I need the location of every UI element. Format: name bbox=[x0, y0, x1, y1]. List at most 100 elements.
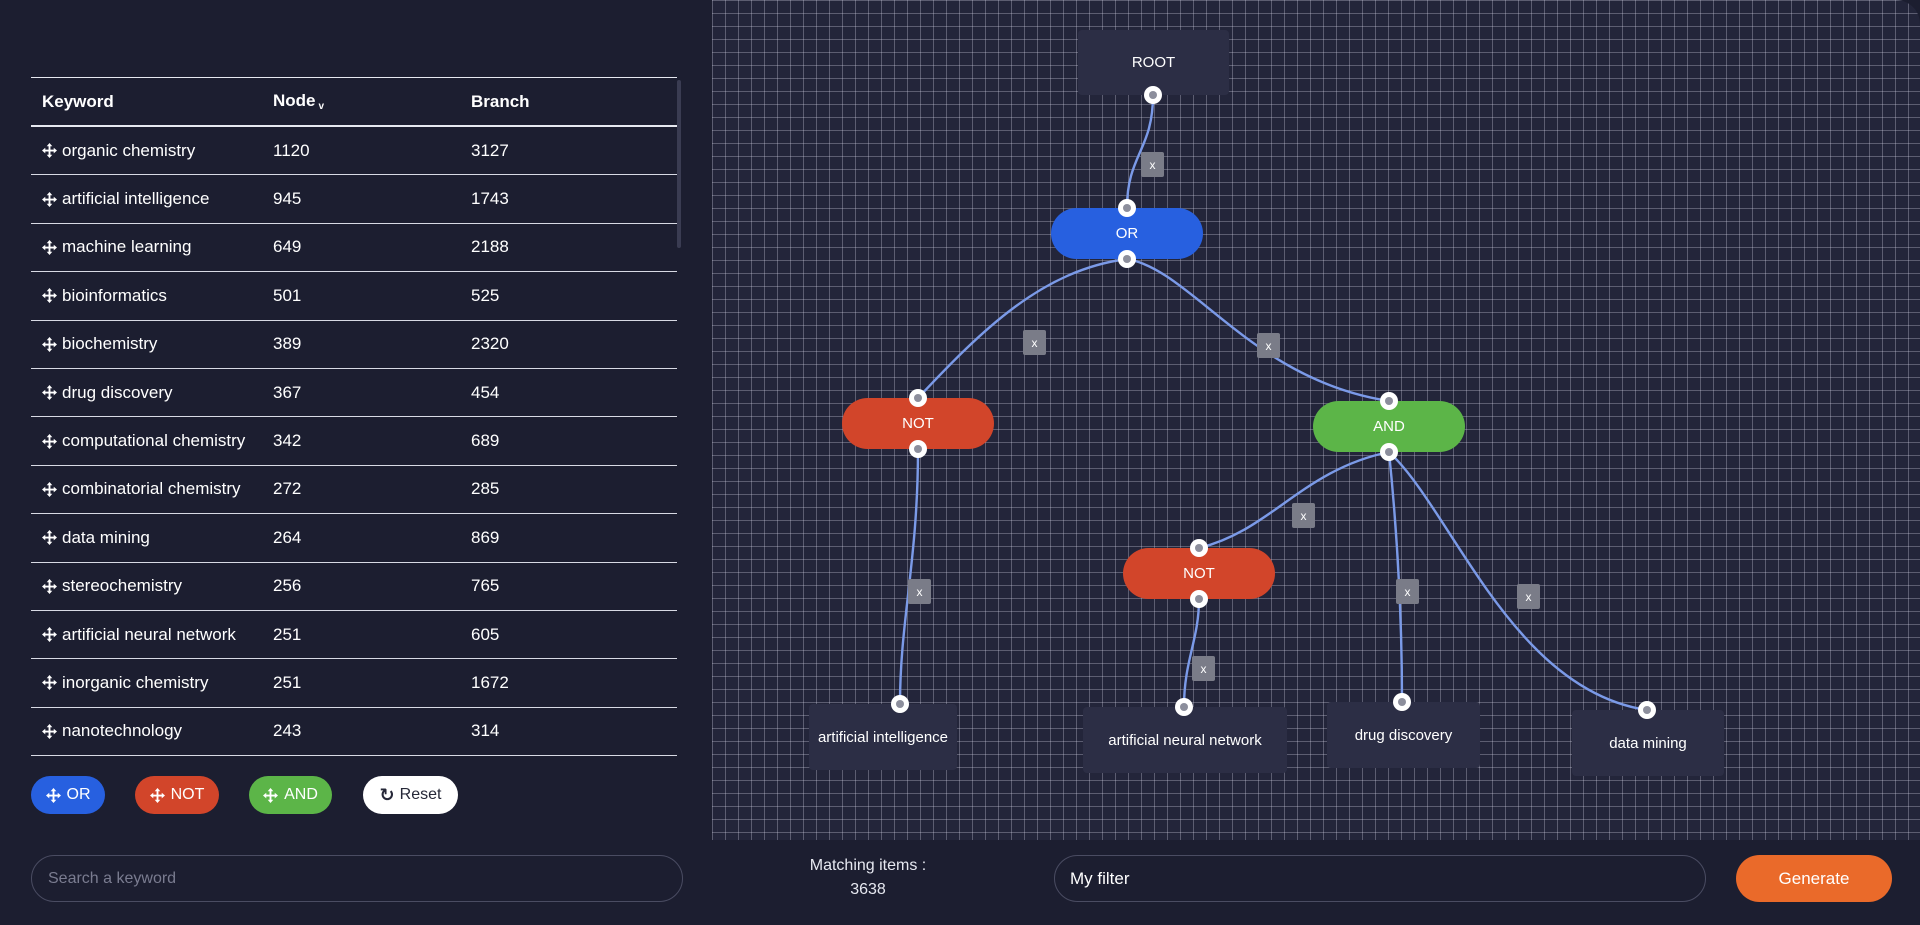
keyword-input-port[interactable] bbox=[891, 695, 909, 713]
table-scrollbar[interactable] bbox=[677, 80, 681, 248]
or-operator-label: OR bbox=[66, 786, 91, 803]
edge-or-not bbox=[917, 257, 1128, 399]
move-icon bbox=[263, 787, 279, 803]
keyword-cell[interactable]: bioinformatics bbox=[31, 286, 273, 306]
sort-down-icon: v bbox=[318, 101, 325, 112]
drag-handle-icon[interactable] bbox=[42, 191, 57, 207]
not-operator-button[interactable]: NOT bbox=[135, 776, 219, 814]
drag-handle-icon[interactable] bbox=[42, 723, 57, 739]
generate-button[interactable]: Generate bbox=[1736, 855, 1892, 902]
keyword-cell[interactable]: artificial intelligence bbox=[31, 189, 273, 209]
or-input-port[interactable] bbox=[1118, 199, 1136, 217]
and-output-port[interactable] bbox=[1380, 443, 1398, 461]
drag-handle-icon[interactable] bbox=[42, 627, 57, 643]
keyword-node-data-mining[interactable]: data mining bbox=[1572, 710, 1724, 776]
drag-handle-icon[interactable] bbox=[42, 481, 57, 497]
keyword-node-drug-discovery[interactable]: drug discovery bbox=[1327, 702, 1480, 768]
branch-count-cell: 454 bbox=[471, 382, 500, 402]
drag-handle-icon[interactable] bbox=[42, 578, 57, 594]
not-node[interactable]: NOT bbox=[842, 398, 994, 449]
column-header-branch[interactable]: Branch bbox=[471, 91, 530, 111]
keyword-input-port[interactable] bbox=[1175, 698, 1193, 716]
drag-handle-icon[interactable] bbox=[42, 385, 57, 401]
keyword-cell[interactable]: stereochemistry bbox=[31, 576, 273, 596]
drag-handle-icon[interactable] bbox=[42, 433, 57, 449]
keyword-cell[interactable]: drug discovery bbox=[31, 383, 273, 403]
keyword-cell[interactable]: biochemistry bbox=[31, 334, 273, 354]
not-input-port[interactable] bbox=[909, 389, 927, 407]
node-count-cell: 342 bbox=[273, 431, 302, 451]
keyword-node-artificial-intelligence[interactable]: artificial intelligence bbox=[809, 704, 957, 770]
node-count-cell: 649 bbox=[273, 237, 302, 257]
remove-edge-button[interactable]: x bbox=[1257, 333, 1280, 358]
drag-handle-icon[interactable] bbox=[42, 675, 57, 691]
root-output-port[interactable] bbox=[1144, 86, 1162, 104]
drag-handle-icon[interactable] bbox=[42, 530, 57, 546]
keyword-cell[interactable]: computational chemistry bbox=[31, 431, 273, 451]
keyword-label: machine learning bbox=[62, 237, 192, 257]
keyword-cell[interactable]: data mining bbox=[31, 528, 273, 548]
branch-count-cell: 605 bbox=[471, 624, 500, 644]
remove-edge-button[interactable]: x bbox=[1192, 656, 1215, 681]
not-output-port[interactable] bbox=[1190, 590, 1208, 608]
keyword-cell[interactable]: artificial neural network bbox=[31, 625, 273, 645]
remove-edge-button[interactable]: x bbox=[1396, 579, 1419, 604]
not-output-port[interactable] bbox=[909, 440, 927, 458]
drag-handle-icon[interactable] bbox=[42, 239, 57, 255]
and-input-port[interactable] bbox=[1380, 392, 1398, 410]
keyword-input-port[interactable] bbox=[1638, 701, 1656, 719]
keyword-cell[interactable]: machine learning bbox=[31, 237, 273, 257]
remove-edge-button[interactable]: x bbox=[1141, 152, 1164, 177]
node-count-cell: 243 bbox=[273, 721, 302, 741]
drag-handle-icon[interactable] bbox=[42, 143, 57, 159]
column-header-keyword[interactable]: Keyword bbox=[42, 91, 114, 111]
keyword-cell[interactable]: organic chemistry bbox=[31, 141, 273, 161]
move-icon bbox=[149, 787, 165, 803]
keyword-label: combinatorial chemistry bbox=[62, 479, 241, 499]
edge-and-leaf-drug bbox=[1387, 451, 1404, 703]
node-count-cell: 389 bbox=[273, 334, 302, 354]
not-input-port[interactable] bbox=[1190, 539, 1208, 557]
search-keyword-input[interactable] bbox=[31, 855, 683, 902]
keyword-label: biochemistry bbox=[62, 334, 158, 354]
filter-name-input[interactable] bbox=[1054, 855, 1706, 902]
edge-not-leaf-ai bbox=[898, 448, 920, 705]
keyword-cell[interactable]: combinatorial chemistry bbox=[31, 479, 273, 499]
or-operator-button[interactable]: OR bbox=[31, 776, 105, 814]
branch-count-cell: 525 bbox=[471, 285, 500, 305]
keyword-cell[interactable]: nanotechnology bbox=[31, 721, 273, 741]
matching-items-count: 3638 bbox=[850, 881, 886, 898]
or-output-port[interactable] bbox=[1118, 250, 1136, 268]
reset-button[interactable]: ↻ Reset bbox=[363, 776, 458, 814]
remove-edge-button[interactable]: x bbox=[1023, 330, 1046, 355]
drag-handle-icon[interactable] bbox=[42, 288, 57, 304]
keyword-input-port[interactable] bbox=[1393, 693, 1411, 711]
and-operator-button[interactable]: AND bbox=[249, 776, 332, 814]
remove-edge-button[interactable]: x bbox=[1517, 584, 1540, 609]
remove-edge-button[interactable]: x bbox=[908, 579, 931, 604]
branch-count-cell: 314 bbox=[471, 721, 500, 741]
graph-canvas[interactable]: ROOT OR NOT AND NOT artificial intellige… bbox=[712, 0, 1920, 840]
root-node[interactable]: ROOT bbox=[1078, 30, 1229, 95]
keyword-label: artificial intelligence bbox=[62, 189, 210, 209]
edge-and-leaf-dm bbox=[1388, 451, 1648, 712]
keyword-node-artificial-neural-network[interactable]: artificial neural network bbox=[1083, 707, 1287, 773]
keyword-cell[interactable]: inorganic chemistry bbox=[31, 673, 273, 693]
edge-and-not2 bbox=[1198, 450, 1390, 550]
remove-edge-button[interactable]: x bbox=[1292, 503, 1315, 528]
drag-handle-icon[interactable] bbox=[42, 336, 57, 352]
